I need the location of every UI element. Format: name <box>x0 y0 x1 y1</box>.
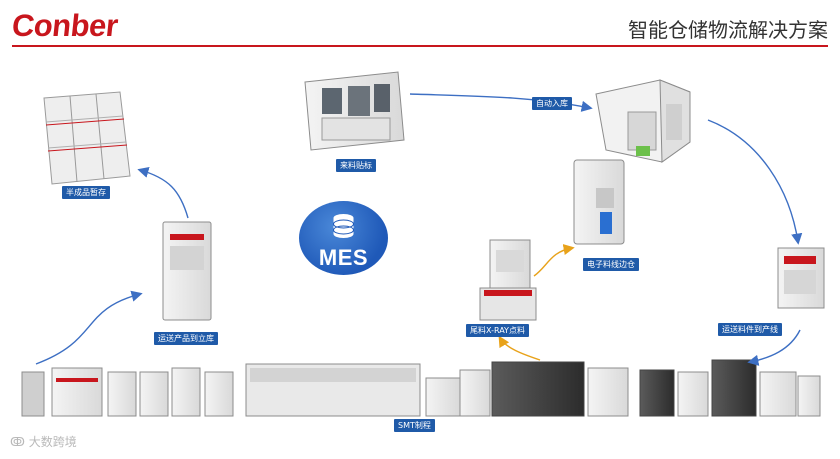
flow-arrow-to-smt <box>747 329 801 366</box>
page-title: 智能仓储物流解决方案 <box>628 18 828 42</box>
label-auto-storage: 自动入库 <box>532 97 572 110</box>
watermark-text: 大数跨境 <box>28 435 77 449</box>
rack-icon <box>43 91 131 185</box>
database-icon <box>333 214 354 238</box>
side-warehouse-icon <box>573 159 625 245</box>
flow-arrow-smt-to-xray <box>498 335 541 361</box>
title-divider <box>12 45 828 47</box>
feeder-cart-icon <box>777 247 825 309</box>
label-electronic-side: 电子料线边仓 <box>583 258 639 271</box>
storage-tower-icon <box>595 79 691 163</box>
mes-badge: MES <box>299 201 388 275</box>
flow-arrow-xray-to-side <box>533 243 575 277</box>
label-semi-finished: 半成品暂存 <box>62 186 110 199</box>
label-xray: 尾料X-RAY点料 <box>466 324 529 337</box>
xray-counter-icon <box>479 239 537 321</box>
label-to-line: 运送料件到产线 <box>718 323 782 336</box>
flow-arrow-to-line <box>707 119 803 245</box>
watermark: ↂ 大数跨境 <box>10 433 77 450</box>
flow-arrow-to-warehouse <box>35 290 143 365</box>
mes-label: MES <box>318 245 369 270</box>
smt-line <box>21 359 821 417</box>
transport-cabinet-icon <box>162 221 212 321</box>
flow-arrow-to-semi-finished <box>137 166 189 219</box>
labeling-machine-icon <box>304 71 405 151</box>
label-incoming: 来料贴标 <box>336 159 376 172</box>
label-smt: SMT制程 <box>394 419 435 432</box>
watermark-logo-icon: ↂ <box>10 435 29 449</box>
label-to-warehouse: 运送产品到立库 <box>154 332 218 345</box>
